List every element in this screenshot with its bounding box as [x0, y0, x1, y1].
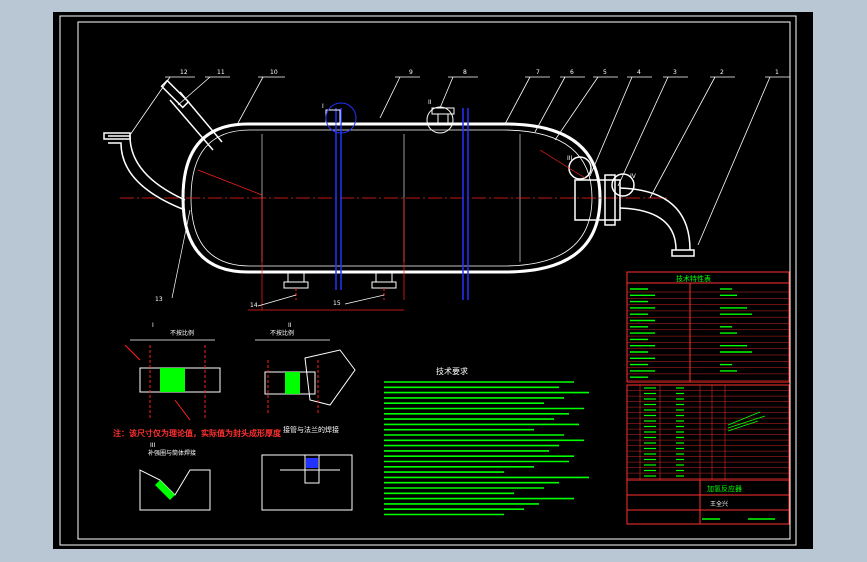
inner-frame: [77, 21, 791, 540]
balloon-11: 11: [217, 69, 225, 76]
thickness-note: 注：该尺寸仅为理论值，实际值为封头成形厚度: [113, 428, 282, 438]
parts-list: [626, 384, 790, 481]
title-block-designer: 王全兴: [710, 500, 728, 508]
balloon-numbers: 12 11 10 9 8 7 6 5 4 3 2 1: [180, 69, 779, 76]
title-block: 加氢反应器 王全兴: [626, 479, 790, 525]
balloon-8: 8: [463, 69, 467, 76]
label-roman-1: I: [322, 103, 324, 110]
balloon-10: 10: [270, 69, 278, 76]
balloon-1: 1: [775, 69, 779, 76]
detail-4-note: 接管与法兰的焊接: [283, 425, 339, 434]
left-inlet-nozzle: [103, 79, 223, 211]
red-leaders: [197, 149, 586, 311]
label-roman-4: IV: [630, 173, 637, 180]
spec-table-rows: [627, 288, 789, 381]
balloon-3: 3: [673, 69, 677, 76]
nozzle-labels: 13 14 15 I II III IV: [155, 99, 637, 309]
detail-view-4: 接管与法兰的焊接: [261, 425, 353, 511]
label-roman-3: III: [567, 155, 573, 162]
label-14: 14: [250, 302, 258, 309]
detail-view-2: II 不按比例: [255, 322, 356, 415]
balloon-5: 5: [603, 69, 607, 76]
detail-3-title: III: [150, 442, 156, 449]
technical-requirements: 技术要求: [384, 366, 589, 516]
balloon-9: 9: [409, 69, 413, 76]
reactor-vessel: [120, 108, 670, 300]
lower-leaders: [171, 209, 385, 307]
balloon-12: 12: [180, 69, 188, 76]
detail-view-1: I 不按比例: [124, 322, 221, 421]
detail-view-3: III 补强圈与筒体焊接: [139, 442, 211, 511]
label-13: 13: [155, 296, 163, 303]
drawing-canvas: 12 11 10 9 8 7 6 5 4 3 2 1: [59, 15, 797, 546]
drawing-sheet: 12 11 10 9 8 7 6 5 4 3 2 1: [53, 12, 813, 549]
balloon-7: 7: [536, 69, 540, 76]
detail-5-note: 补强圈与筒体焊接: [148, 449, 196, 457]
bottom-nozzles: [283, 271, 397, 300]
top-nozzles: [325, 102, 455, 134]
detail-1-title: I: [152, 322, 154, 329]
outer-frame: [59, 15, 797, 546]
tech-req-title: 技术要求: [436, 366, 468, 376]
detail-2-title: II: [288, 322, 292, 329]
label-roman-2: II: [428, 99, 432, 106]
spec-table: 技术特性表: [626, 271, 790, 383]
balloon-6: 6: [570, 69, 574, 76]
label-15: 15: [333, 300, 341, 307]
balloon-4: 4: [637, 69, 641, 76]
leader-lines: [129, 76, 771, 246]
detail-2-note: 不按比例: [270, 329, 294, 337]
balloon-2: 2: [720, 69, 724, 76]
detail-1-note: 不按比例: [170, 329, 194, 337]
title-block-name: 加氢反应器: [707, 484, 742, 493]
tech-req-text-lines: [384, 381, 589, 516]
parts-list-rows: [627, 385, 789, 480]
spec-table-title: 技术特性表: [676, 274, 711, 283]
